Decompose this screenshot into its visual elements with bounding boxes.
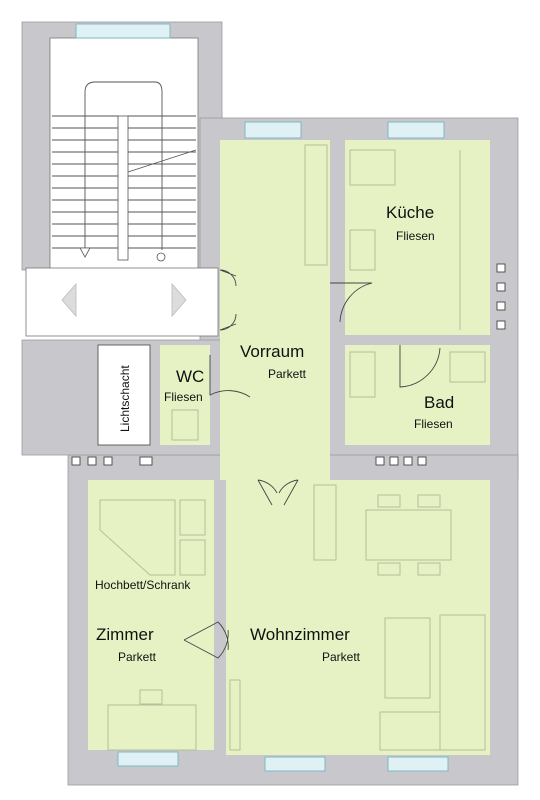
wohnzimmer-chair-2 xyxy=(417,494,441,508)
labels: Küche Fliesen Vorraum Parkett WC Fliesen… xyxy=(95,203,454,664)
stair-arrow-icon xyxy=(79,247,91,258)
vorraum-wardrobe xyxy=(304,144,328,266)
vent-square xyxy=(496,263,506,273)
kueche-name: Küche xyxy=(386,203,434,222)
zimmer-name: Zimmer xyxy=(96,625,154,644)
bad-tub xyxy=(349,351,376,398)
kueche-floor: Fliesen xyxy=(396,229,435,243)
wohnzimmer-armchair xyxy=(379,711,441,751)
vent-square xyxy=(71,456,81,466)
kueche-counter xyxy=(349,149,396,186)
kueche-appliance xyxy=(349,229,376,271)
doors xyxy=(183,269,441,659)
bad-floor: Fliesen xyxy=(414,417,453,431)
wc-name: WC xyxy=(176,367,204,386)
zimmer-desk xyxy=(107,704,197,751)
wohnzimmer-table xyxy=(365,509,452,561)
window-stairwell xyxy=(75,23,171,39)
door-bad xyxy=(399,345,441,388)
lichtschacht-label: Lichtschacht xyxy=(118,365,132,432)
wohnzimmer-radiator xyxy=(229,679,241,751)
stair-steps-left xyxy=(52,115,118,249)
door-wohnzimmer-right xyxy=(278,479,299,506)
vorraum-floor: Parkett xyxy=(268,367,307,381)
window-zimmer xyxy=(117,751,179,767)
stair-steps-right xyxy=(128,115,196,249)
arrow-right-icon xyxy=(171,282,187,318)
wohnzimmer-sideboard xyxy=(313,484,337,561)
wohnzimmer-chair-1 xyxy=(377,494,401,508)
room-zimmer xyxy=(88,480,214,750)
wc-toilet xyxy=(171,409,199,441)
zimmer-shelf-top xyxy=(179,499,206,536)
zimmer-chair xyxy=(139,689,163,705)
stairwell xyxy=(25,37,219,337)
vent-square xyxy=(496,320,506,330)
windows xyxy=(75,23,449,772)
vent-square xyxy=(87,456,97,466)
door-wc xyxy=(209,355,251,398)
wohnzimmer-name: Wohnzimmer xyxy=(250,625,350,644)
wohnzimmer-floor: Parkett xyxy=(322,650,361,664)
stair-walk-line xyxy=(84,81,163,250)
door-zimmer-bottom xyxy=(183,629,229,659)
door-wohnzimmer-left xyxy=(257,479,278,506)
vent-square xyxy=(496,282,506,292)
vent-square xyxy=(417,456,427,466)
vent-square xyxy=(389,456,399,466)
room-vorraum xyxy=(220,140,330,480)
wohnzimmer-sofa-table xyxy=(384,617,431,699)
wohnzimmer-sofa xyxy=(439,614,486,751)
room-wohnzimmer xyxy=(226,480,490,755)
vent-square xyxy=(139,456,153,466)
room-kueche xyxy=(345,140,490,335)
bad-sink xyxy=(449,351,486,383)
window-vorraum xyxy=(244,121,302,139)
stair-start-circle-icon xyxy=(156,252,166,262)
bad-name: Bad xyxy=(424,393,454,412)
window-wohnzimmer-left xyxy=(264,756,326,772)
wc-floor: Fliesen xyxy=(164,390,203,404)
rooms xyxy=(88,140,490,755)
stair-divider xyxy=(117,115,129,261)
vents xyxy=(71,263,506,466)
furniture xyxy=(99,144,486,751)
vent-square xyxy=(103,456,113,466)
room-bad xyxy=(345,345,490,445)
hochbett-label: Hochbett/Schrank xyxy=(95,578,191,592)
door-entrance-bottom xyxy=(219,313,237,331)
wohnzimmer-chair-3 xyxy=(377,562,401,576)
window-kueche xyxy=(387,121,445,139)
arrow-left-icon xyxy=(61,282,77,318)
stair-break-line xyxy=(127,149,197,173)
zimmer-shelf-bottom xyxy=(179,539,206,576)
room-wc xyxy=(160,345,210,445)
door-kueche xyxy=(330,282,373,323)
door-zimmer-top xyxy=(183,621,229,651)
vent-square xyxy=(375,456,385,466)
zimmer-floor: Parkett xyxy=(118,650,157,664)
vorraum-name: Vorraum xyxy=(240,342,304,361)
room-passage xyxy=(245,455,310,485)
corridor xyxy=(25,267,219,337)
vent-square xyxy=(403,456,413,466)
lichtschacht-box xyxy=(97,344,151,446)
vent-square xyxy=(496,301,506,311)
door-entrance-top xyxy=(219,269,237,287)
wohnzimmer-chair-4 xyxy=(417,562,441,576)
window-wohnzimmer-right xyxy=(387,756,449,772)
zimmer-hochbett xyxy=(99,499,176,576)
